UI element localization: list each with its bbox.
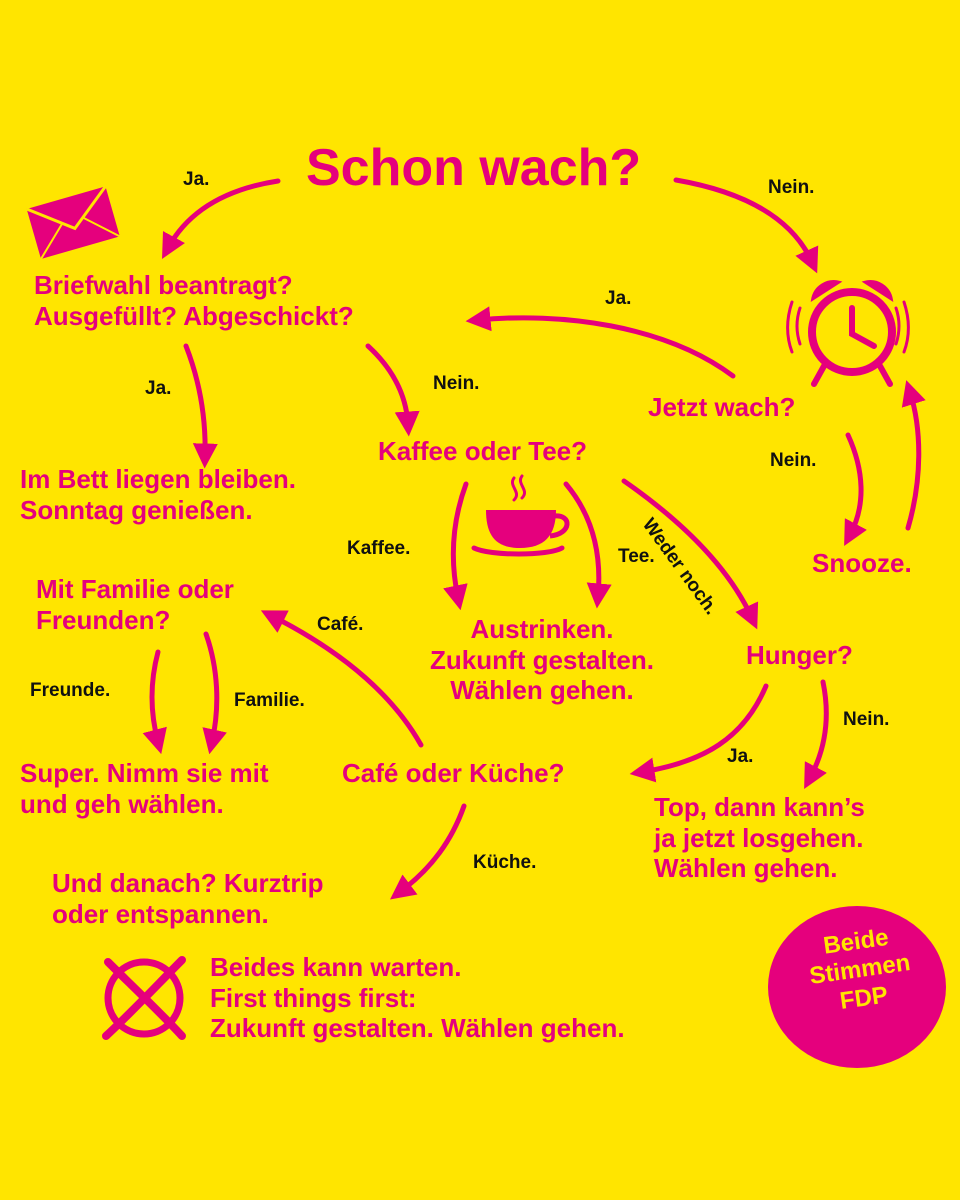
fdp-badge <box>768 906 946 1068</box>
edge-label-nein: Nein. <box>770 450 817 471</box>
arrow-kaffee-to-hunger <box>621 478 759 630</box>
node-austrinken-line: Zukunft gestalten. <box>430 644 654 675</box>
node-austrinken-line: Wählen gehen. <box>450 675 634 706</box>
node-kaffee-tee: Kaffee oder Tee? <box>378 436 588 466</box>
arrow-hunger-to-top <box>804 679 829 790</box>
node-super: Super. Nimm sie mit und geh wählen. <box>20 758 269 819</box>
node-danach: Und danach? Kurztrip oder entspannen. <box>52 868 324 929</box>
arrow-jetzt-wach-to-snooze <box>844 432 867 547</box>
node-super-line: Super. Nimm sie mit <box>20 758 269 788</box>
node-beides-line: First things first: <box>210 982 417 1013</box>
arrow-kaffee-to-austrinken <box>443 481 469 611</box>
edge-label-kaffee: Kaffee. <box>347 538 411 559</box>
alarm-clock-icon <box>786 280 910 387</box>
node-bett-line: Sonntag genießen. <box>20 494 253 525</box>
edge-label-ja: Ja. <box>145 378 172 399</box>
edge-label-cafe: Café. <box>317 614 364 635</box>
edge-label-ja: Ja. <box>183 169 210 190</box>
node-danach-line: oder entspannen. <box>52 898 269 929</box>
node-beides: Beides kann warten. First things first: … <box>210 952 625 1044</box>
edge-label-ja: Ja. <box>605 288 632 309</box>
node-snooze: Snooze. <box>812 548 912 578</box>
node-beides-line: Beides kann warten. <box>210 952 462 982</box>
arrow-cafe-kueche-to-familie <box>260 610 424 748</box>
node-briefwahl-line: Briefwahl beantragt? <box>34 270 293 300</box>
edge-label-tee: Tee. <box>618 546 655 567</box>
node-top-line: Top, dann kann’s <box>654 792 865 822</box>
node-super-line: und geh wählen. <box>20 788 224 819</box>
arrow-hunger-to-cafe-kueche <box>629 683 769 783</box>
node-briefwahl-line: Ausgefüllt? Abgeschickt? <box>34 300 354 331</box>
node-top-line: ja jetzt losgehen. <box>654 822 864 853</box>
node-beides-line: Zukunft gestalten. Wählen gehen. <box>210 1013 625 1044</box>
node-bett: Im Bett liegen bleiben. Sonntag genießen… <box>20 464 296 525</box>
node-top: Top, dann kann’s ja jetzt losgehen. Wähl… <box>654 792 865 884</box>
edge-label-nein: Nein. <box>768 177 815 198</box>
node-danach-line: Und danach? Kurztrip <box>52 868 324 898</box>
arrow-title-to-alarm <box>673 177 819 274</box>
coffee-cup-icon <box>471 474 570 557</box>
arrow-familie-to-super-1 <box>142 649 167 755</box>
edge-label-familie: Familie. <box>234 690 305 711</box>
node-familie-freunde: Mit Familie oder Freunden? <box>36 574 234 635</box>
node-austrinken-line: Austrinken. <box>470 614 614 644</box>
node-hunger: Hunger? <box>746 640 853 670</box>
node-familie-freunde-line: Mit Familie oder <box>36 574 234 604</box>
node-top-line: Wählen gehen. <box>654 853 838 884</box>
arrow-briefwahl-to-kaffee <box>365 343 420 437</box>
edge-label-freunde: Freunde. <box>30 680 111 701</box>
arrow-cafe-kueche-to-danach <box>390 803 467 900</box>
node-familie-freunde-line: Freunden? <box>36 604 171 635</box>
node-jetzt-wach: Jetzt wach? <box>648 392 796 422</box>
node-bett-line: Im Bett liegen bleiben. <box>20 464 296 494</box>
edge-label-nein: Nein. <box>433 373 480 394</box>
diagram-title: Schon wach? <box>306 139 642 197</box>
arrow-briefwahl-to-bett <box>183 343 218 469</box>
arrow-familie-to-super-2 <box>202 631 227 755</box>
edge-label-kueche: Küche. <box>473 852 537 873</box>
edge-label-nein: Nein. <box>843 709 890 730</box>
arrow-snooze-to-alarm <box>901 380 926 531</box>
arrow-jetzt-wach-to-briefwahl <box>465 306 736 379</box>
arrow-tee-to-austrinken <box>563 481 612 609</box>
ballot-cross-icon <box>102 956 186 1040</box>
edge-label-ja: Ja. <box>727 746 754 767</box>
arrow-title-to-briefwahl <box>162 178 281 259</box>
envelope-icon <box>26 185 121 260</box>
node-austrinken: Austrinken. Zukunft gestalten. Wählen ge… <box>402 614 682 706</box>
node-cafe-kueche: Café oder Küche? <box>342 758 565 788</box>
node-briefwahl: Briefwahl beantragt? Ausgefüllt? Abgesch… <box>34 270 354 331</box>
